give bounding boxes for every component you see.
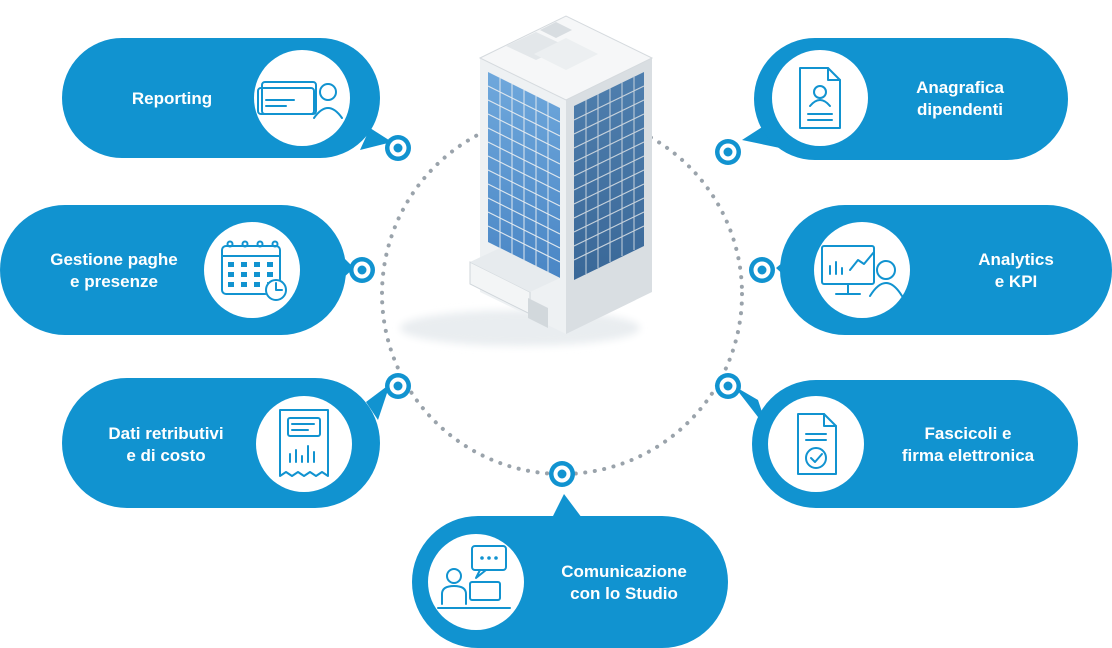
card-label-line: con lo Studio [570,584,678,603]
icon-badge [768,396,864,492]
feature-card-reporting: Reporting [62,38,392,158]
calendar-clock-icon [221,240,287,301]
analytics-presentation-icon [821,245,903,297]
card-label-line: Comunicazione [561,562,687,581]
feature-card-comunicazione: Comunicazione con lo Studio [412,494,728,648]
signed-document-icon [797,413,837,475]
card-label-line: Analytics [978,250,1054,269]
orbit-node-paghe [349,257,375,283]
chat-workstation-icon [437,545,511,609]
card-label-line: dipendenti [917,100,1003,119]
orbit-node-reporting [385,135,411,161]
card-label-line: e KPI [995,272,1038,291]
card-label: Fascicoli e firma elettronica [902,424,1035,465]
feature-card-anagrafica: Anagrafica dipendenti [742,38,1068,160]
card-label: Anagrafica dipendenti [916,78,1004,119]
feature-card-fascicoli: Fascicoli e firma elettronica [734,380,1078,508]
card-label: Dati retributivi e di costo [108,424,223,465]
card-label: Comunicazione con lo Studio [561,562,687,603]
orbit-node-fascicoli [715,373,741,399]
icon-badge [204,222,300,318]
orbit-ring [380,112,744,476]
icon-badge [254,50,350,146]
payroll-chart-document-icon [279,409,329,477]
office-building-illustration [400,15,654,346]
card-label-line: Gestione paghe [50,250,178,269]
orbit-nodes [349,135,775,487]
orbit-node-analytics [749,257,775,283]
feature-card-analytics: Analytics e KPI [776,205,1112,335]
card-label-line: firma elettronica [902,446,1035,465]
orbit-node-comunicazione [549,461,575,487]
card-label: Reporting [132,89,212,108]
card-label-line: Fascicoli e [925,424,1012,443]
employee-record-icon [799,67,841,129]
card-label-line: e presenze [70,272,158,291]
feature-card-retributivi: Dati retributivi e di costo [62,378,390,508]
card-label-line: Anagrafica [916,78,1004,97]
card-label: Gestione paghe e presenze [50,250,178,291]
orbit-node-retributivi [385,373,411,399]
card-label-line: e di costo [126,446,205,465]
card-label: Analytics e KPI [978,250,1054,291]
card-pointer [366,384,390,420]
card-label-line: Reporting [132,89,212,108]
orbit-node-anagrafica [715,139,741,165]
reporting-icon [257,81,343,119]
card-label-line: Dati retributivi [108,424,223,443]
feature-card-paghe: Gestione paghe e presenze [0,205,354,335]
